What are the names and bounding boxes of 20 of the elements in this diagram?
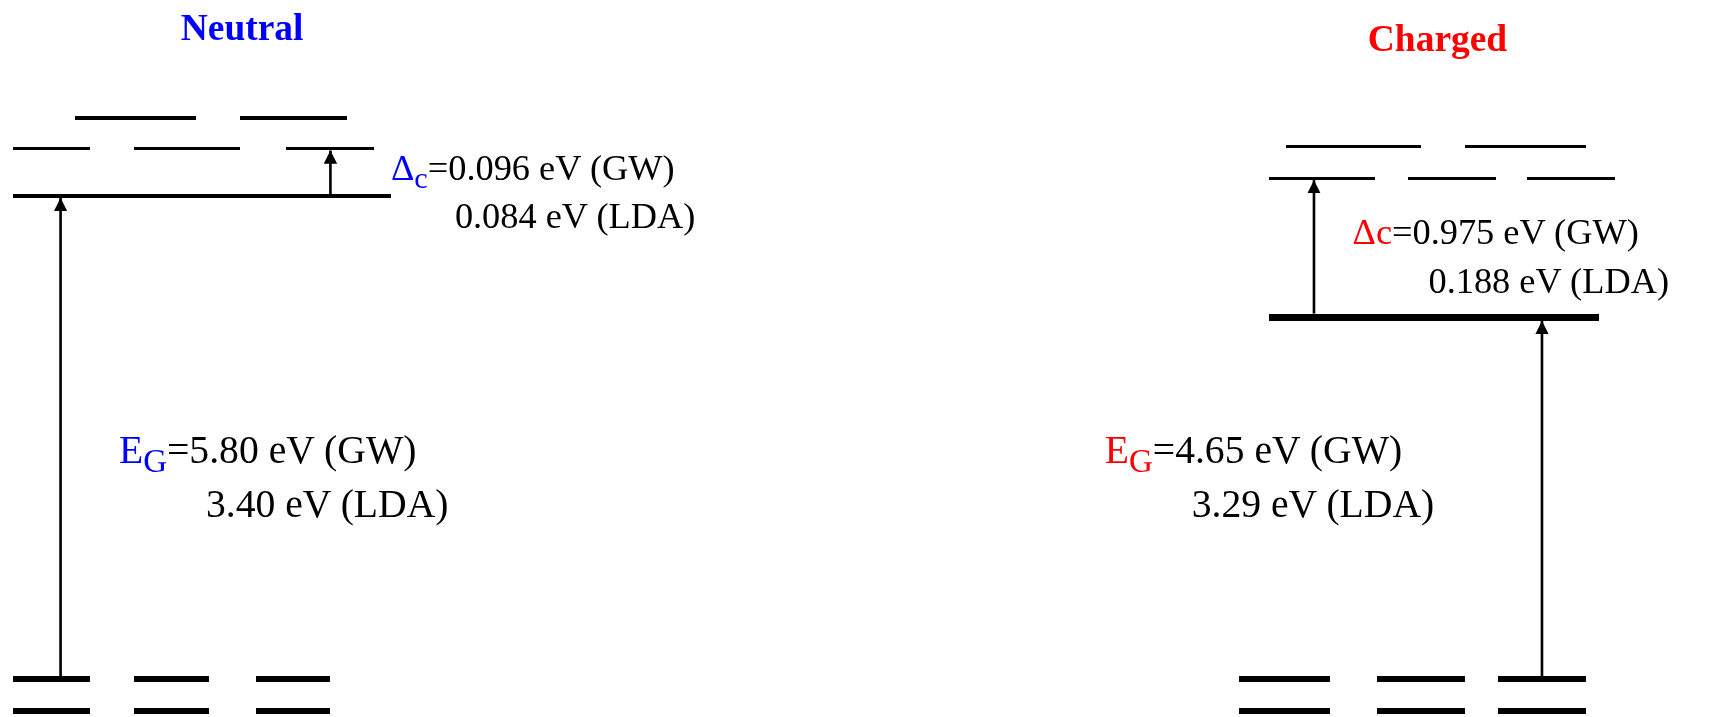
value-label: E$_{G}$=4.65 eV (GW) — [1104, 430, 1403, 478]
double-energy-level — [1239, 676, 1331, 714]
value-label: 0.084 eV (LDA) — [454, 198, 696, 235]
value-label: Δc=0.975 eV (GW) — [1352, 213, 1639, 250]
double-energy-level — [13, 676, 91, 714]
double-energy-level — [255, 676, 331, 714]
arrow — [1307, 180, 1321, 314]
value-label: 0.188 eV (LDA) — [1428, 263, 1669, 300]
double-energy-level — [134, 676, 210, 714]
value-label: E$_{G}$=5.80 eV (GW) — [118, 430, 417, 478]
heading: Charged — [1367, 19, 1508, 58]
double-energy-level — [1376, 676, 1465, 714]
value-label: 3.29 eV (LDA) — [1191, 484, 1435, 525]
arrow — [323, 150, 338, 195]
value-label: 3.40 eV (LDA) — [205, 484, 449, 525]
heading: Neutral — [180, 8, 304, 47]
arrow — [53, 197, 68, 677]
arrow — [1535, 320, 1549, 677]
double-energy-level — [1497, 676, 1586, 714]
value-label: Δ$_{c}$=0.096 eV (GW) — [391, 149, 675, 194]
